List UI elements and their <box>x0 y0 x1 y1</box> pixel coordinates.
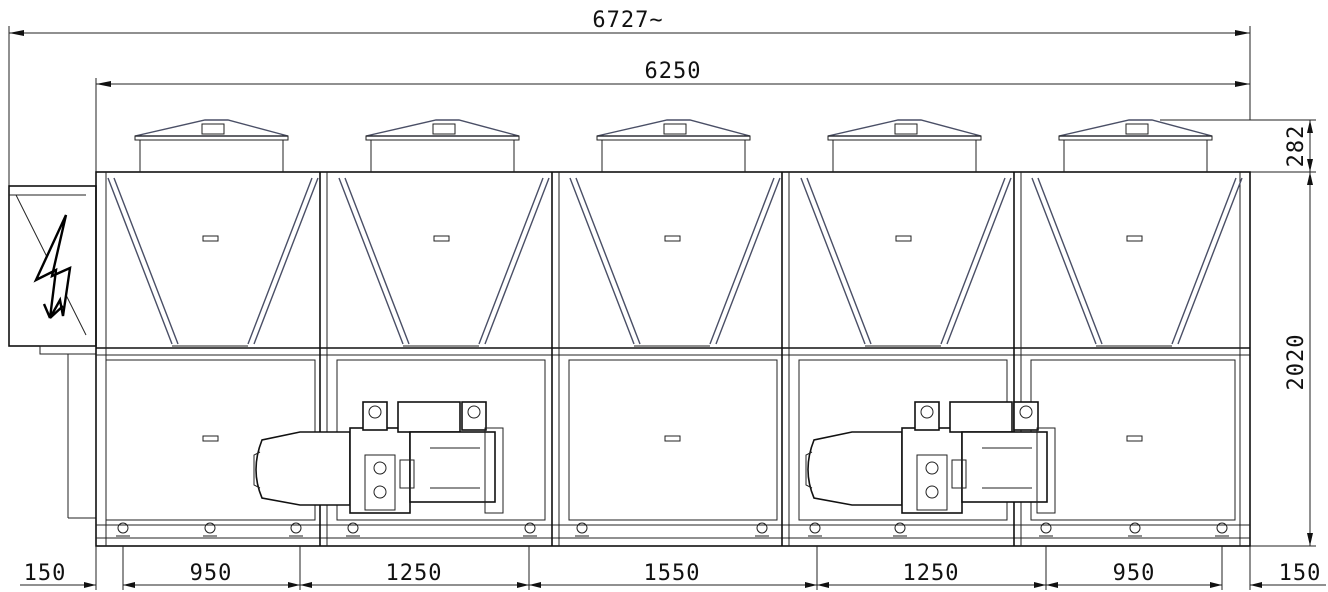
unit-height-label: 2020 <box>1284 334 1309 391</box>
bay-3-label: 1550 <box>644 561 701 586</box>
fan-1 <box>134 119 289 172</box>
overall-length-dimension: 6727~ <box>8 8 1251 190</box>
electrical-panel <box>8 185 97 519</box>
bay-dimensions: 150 950 1250 1550 1250 950 150 <box>20 546 1326 590</box>
left-offset-label: 150 <box>24 561 67 586</box>
fan-tops <box>134 119 1213 172</box>
overall-length-label: 6727~ <box>592 8 663 33</box>
coil-supports <box>107 177 1243 347</box>
fan-2 <box>365 119 520 172</box>
fan-5 <box>1058 119 1213 172</box>
bay-2-label: 1250 <box>386 561 443 586</box>
height-dimensions: 282 2020 <box>1160 119 1316 547</box>
bay-4-label: 1250 <box>903 561 960 586</box>
unit-length-dimension: 6250 <box>95 59 1250 172</box>
mounting-feet <box>116 522 1229 537</box>
fan-3 <box>596 119 751 172</box>
compressor-1 <box>253 401 504 514</box>
fan-height-label: 282 <box>1284 125 1309 168</box>
compressor-2 <box>805 401 1056 514</box>
bay-5-label: 950 <box>1113 561 1156 586</box>
lightning-bolt-icon <box>33 214 72 319</box>
right-offset-label: 150 <box>1279 561 1322 586</box>
fan-4 <box>827 119 982 172</box>
bay-1-label: 950 <box>190 561 233 586</box>
unit-length-label: 6250 <box>645 59 702 84</box>
